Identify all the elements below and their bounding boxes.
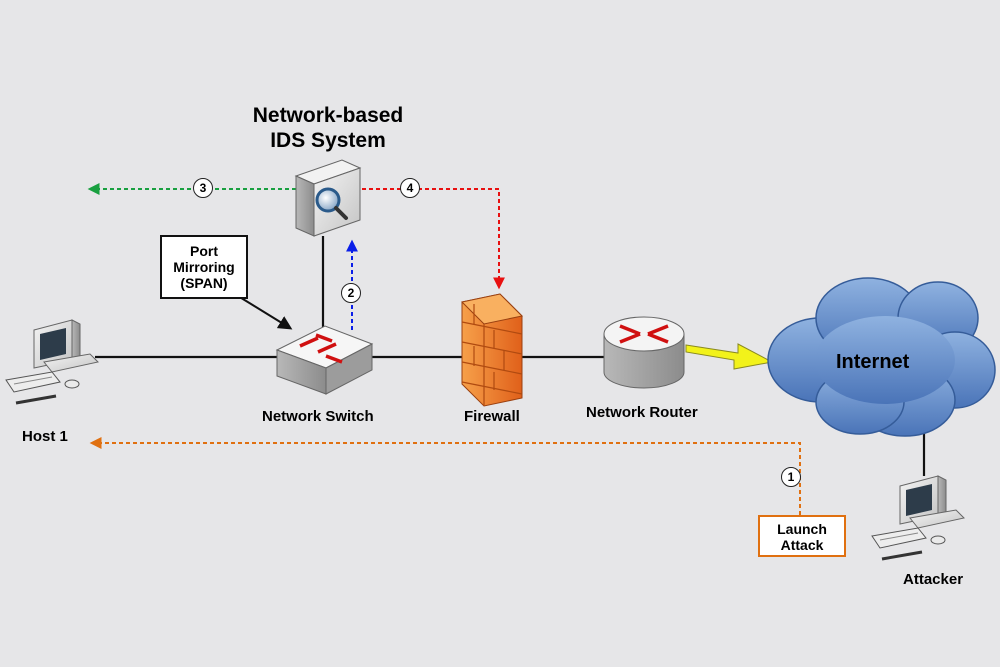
firewall-label: Firewall <box>464 408 520 425</box>
router-icon <box>603 316 685 389</box>
launch-note-line2: Attack <box>780 537 824 553</box>
flow-1-path <box>89 437 801 515</box>
step-3-badge: 3 <box>193 178 213 198</box>
span-note-line1: Port <box>190 243 218 259</box>
router-label: Network Router <box>586 404 698 421</box>
attacker-label: Attacker <box>903 571 964 588</box>
host-label: Host 1 <box>22 428 68 445</box>
network-links <box>95 236 926 476</box>
switch-icon <box>275 325 374 395</box>
launch-attack-note: Launch Attack <box>758 515 846 557</box>
span-note-line3: (SPAN) <box>180 275 228 291</box>
span-callout-arrow <box>237 295 293 330</box>
switch-label: Network Switch <box>262 408 374 425</box>
step-2-badge: 2 <box>341 283 361 303</box>
ids-title-line1: Network-based <box>252 104 404 127</box>
attacker-computer-icon <box>871 475 966 561</box>
lightning-icon <box>685 343 774 370</box>
flow-4-path <box>362 188 505 290</box>
step-4-badge: 4 <box>400 178 420 198</box>
step-1-badge: 1 <box>781 467 801 487</box>
host-computer-icon <box>5 319 100 405</box>
span-note: Port Mirroring (SPAN) <box>160 235 248 299</box>
span-note-line2: Mirroring <box>173 259 235 275</box>
ids-sensor-icon <box>294 159 362 237</box>
ids-title: Network-based IDS System <box>228 103 428 153</box>
internet-label: Internet <box>836 351 910 373</box>
ids-title-line2: IDS System <box>270 129 386 152</box>
launch-note-line1: Launch <box>777 521 827 537</box>
cloud-icon <box>767 277 996 437</box>
firewall-icon <box>460 293 524 407</box>
